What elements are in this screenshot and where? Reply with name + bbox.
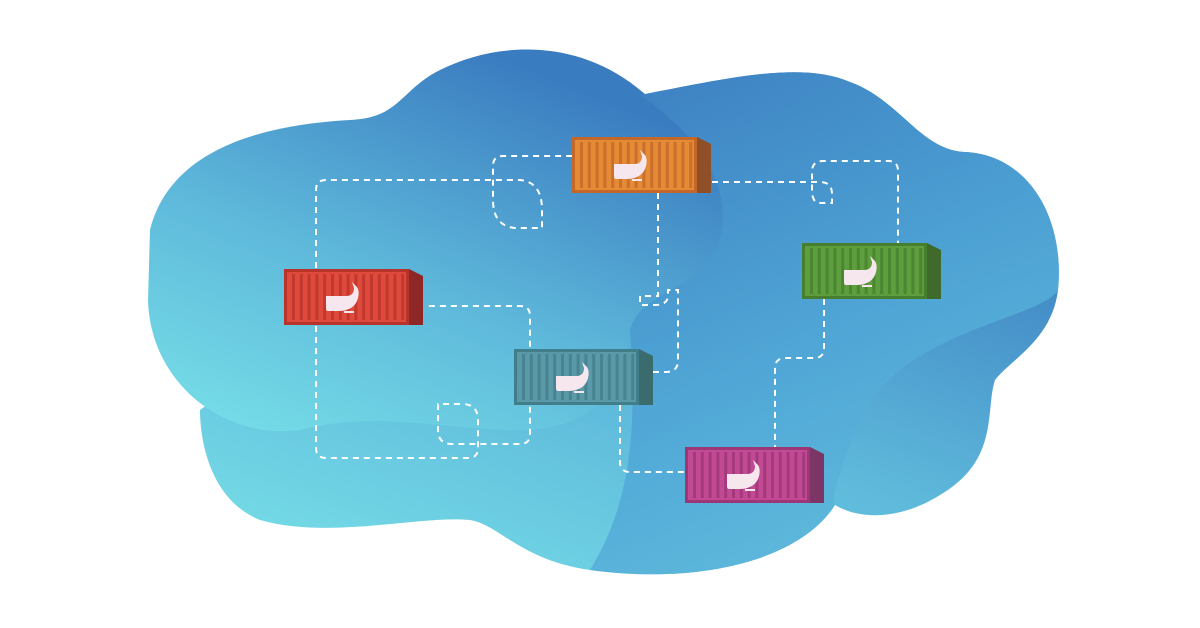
teal-container: [514, 349, 653, 405]
whale-icon: [614, 150, 647, 181]
red-container: [284, 269, 423, 325]
whale-icon: [844, 256, 877, 287]
containers: [284, 137, 941, 503]
whale-icon: [326, 282, 359, 313]
orange-container: [572, 137, 711, 193]
green-container: [802, 243, 941, 299]
whale-icon: [556, 362, 589, 393]
magenta-container: [685, 447, 824, 503]
whale-icon: [727, 460, 760, 491]
